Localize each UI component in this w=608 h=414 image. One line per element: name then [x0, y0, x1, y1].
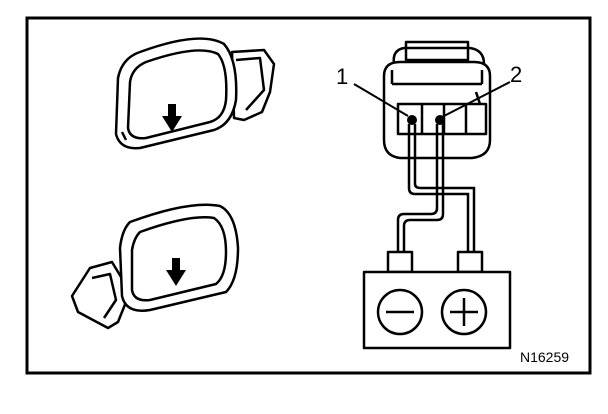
figure-code: N16259	[520, 349, 569, 365]
battery-icon	[362, 250, 512, 350]
terminal-1-label: 1	[336, 64, 348, 89]
wiring	[396, 124, 476, 256]
lower-down-arrow-icon	[166, 258, 186, 286]
terminal-2-label: 2	[510, 62, 522, 87]
terminal-2-pin	[435, 115, 445, 125]
minus-icon	[376, 288, 424, 336]
diagram-frame	[25, 16, 592, 375]
upper-down-arrow-icon	[162, 104, 182, 132]
connector-terminals	[407, 115, 445, 125]
lower-mirror-icon	[70, 203, 240, 330]
terminal-2-leader	[443, 81, 511, 117]
upper-mirror-icon	[114, 37, 276, 150]
terminal-1-leader	[353, 83, 409, 117]
terminal-1-pin	[407, 115, 417, 125]
plus-icon	[440, 288, 488, 336]
